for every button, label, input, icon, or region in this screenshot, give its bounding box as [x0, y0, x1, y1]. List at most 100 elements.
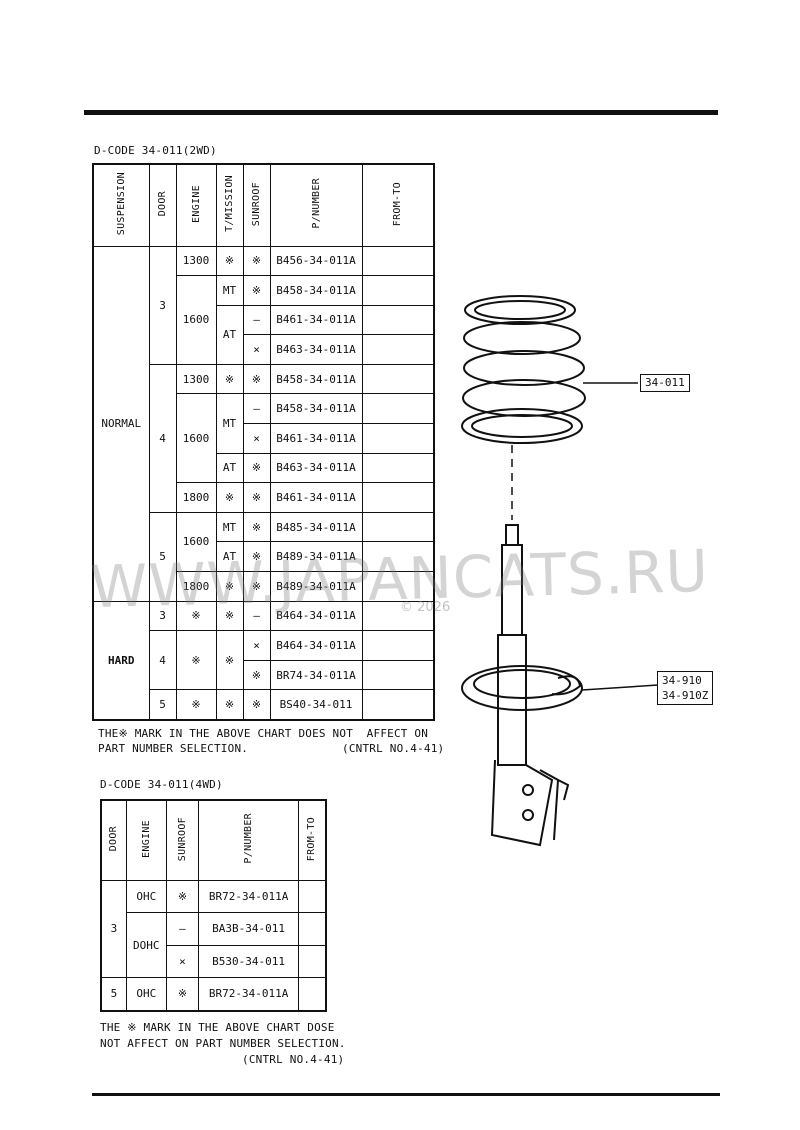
from-to-cell — [361, 423, 435, 454]
sunroof-cell: ※ — [242, 511, 271, 543]
sunroof-cell: ※ — [165, 977, 200, 1011]
header-from-to: FROM-TO — [361, 163, 435, 247]
sunroof-cell: × — [242, 423, 271, 454]
tmission-cell: ※ — [215, 363, 244, 395]
from-to-cell — [361, 689, 435, 721]
header-pnumber: P/NUMBER — [269, 163, 363, 247]
from-to-cell — [361, 245, 435, 277]
sunroof-cell: × — [242, 630, 271, 661]
part-number-cell: B458-34-011A — [269, 393, 363, 425]
part-number-cell: BR74-34-011A — [269, 659, 363, 691]
bracket-bolt-hole — [522, 784, 534, 796]
knuckle-bracket — [557, 779, 570, 801]
door-cell: 4 — [148, 630, 177, 691]
header-door: DOOR — [100, 799, 127, 881]
part-number-cell: B458-34-011A — [269, 275, 363, 306]
header-from-to: FROM-TO — [297, 799, 327, 881]
tmission-cell: ※ — [215, 689, 244, 721]
table1-note-ref: (CNTRL NO.4-41) — [342, 742, 445, 755]
table-4wd: DOOR ENGINE SUNROOF P/NUMBER FROM-TO 3 O… — [100, 799, 327, 1012]
from-to-cell — [361, 334, 435, 365]
watermark-year: © 2026 — [400, 600, 451, 615]
table2-note-ref: (CNTRL NO.4-41) — [242, 1053, 345, 1066]
leader-line-seat — [581, 684, 659, 691]
part-number-cell: BR72-34-011A — [198, 879, 299, 913]
header-sunroof: SUNROOF — [165, 799, 200, 881]
table2-note-line1: THE ※ MARK IN THE ABOVE CHART DOSE — [100, 1021, 335, 1034]
header-engine: ENGINE — [125, 799, 167, 881]
from-to-cell — [361, 275, 435, 306]
tmission-cell: MT — [215, 511, 244, 543]
from-to-cell — [361, 482, 435, 513]
tmission-cell: MT — [215, 393, 244, 454]
engine-cell: 1600 — [175, 393, 217, 484]
spring-coil — [464, 295, 576, 325]
sunroof-cell: × — [165, 944, 200, 978]
part-number-cell: B530-34-011 — [198, 944, 299, 978]
bracket-bolt-hole — [522, 809, 534, 821]
from-to-cell — [361, 541, 435, 573]
header-door: DOOR — [148, 163, 177, 247]
from-to-cell — [297, 912, 327, 946]
part-number-cell: B489-34-011A — [269, 541, 363, 573]
sunroof-cell: ※ — [242, 689, 271, 721]
spring-seat — [473, 669, 571, 699]
sunroof-cell: ※ — [242, 245, 271, 277]
part-number-cell: B461-34-011A — [269, 304, 363, 336]
from-to-cell — [361, 511, 435, 543]
part-number-cell: B458-34-011A — [269, 363, 363, 395]
spring-coil — [471, 414, 573, 438]
tmission-cell: ※ — [215, 482, 244, 513]
suspension-hard: HARD — [92, 600, 150, 721]
top-rule — [84, 110, 718, 115]
from-to-cell — [361, 659, 435, 691]
from-to-cell — [361, 393, 435, 425]
engine-cell: 1800 — [175, 482, 217, 513]
header-suspension: SUSPENSION — [92, 163, 150, 247]
part-number-cell: BR72-34-011A — [198, 977, 299, 1011]
part-number-cell: B464-34-011A — [269, 630, 363, 661]
part-number-cell: B461-34-011A — [269, 423, 363, 454]
table2-note-line2: NOT AFFECT ON PART NUMBER SELECTION. — [100, 1037, 346, 1050]
door-cell: 5 — [100, 977, 127, 1011]
sunroof-cell: – — [242, 304, 271, 336]
engine-cell: ※ — [175, 689, 217, 721]
engine-cell: ※ — [175, 630, 217, 691]
sunroof-cell: ※ — [242, 452, 271, 484]
door-cell: 3 — [100, 879, 127, 978]
header-engine: ENGINE — [175, 163, 217, 247]
sunroof-cell: ※ — [165, 879, 200, 913]
from-to-cell — [361, 452, 435, 484]
header-sunroof: SUNROOF — [242, 163, 271, 247]
spring-coil — [463, 321, 581, 355]
spring-coil — [474, 300, 566, 320]
part-number-cell: B463-34-011A — [269, 452, 363, 484]
part-number-cell: B485-34-011A — [269, 511, 363, 543]
sunroof-cell: – — [165, 912, 200, 946]
header-pnumber: P/NUMBER — [198, 799, 299, 881]
sunroof-cell: ※ — [242, 275, 271, 306]
from-to-cell — [297, 944, 327, 978]
tmission-cell: AT — [215, 304, 244, 365]
part-number-cell: B456-34-011A — [269, 245, 363, 277]
suspension-normal: NORMAL — [92, 245, 150, 602]
engine-cell: 1300 — [175, 245, 217, 277]
engine-cell: 1300 — [175, 363, 217, 395]
table1-note-line1: THE※ MARK IN THE ABOVE CHART DOES NOT AF… — [98, 727, 429, 740]
from-to-cell — [297, 879, 327, 913]
table-2wd: SUSPENSION DOOR ENGINE T/MISSION SUNROOF… — [92, 163, 435, 721]
part-number-cell: BS40-34-011 — [269, 689, 363, 721]
sunroof-cell: ※ — [242, 659, 271, 691]
tmission-cell: ※ — [215, 245, 244, 277]
engine-cell: DOHC — [125, 912, 167, 978]
door-cell: 3 — [148, 245, 177, 365]
knuckle-bracket — [490, 759, 554, 847]
table2-caption: D-CODE 34-011(4WD) — [100, 778, 223, 791]
spring-seat — [551, 675, 582, 696]
part-number-cell: BA3B-34-011 — [198, 912, 299, 946]
label-spring-part: 34-011 — [640, 374, 690, 392]
from-to-cell — [361, 630, 435, 661]
shock-body — [497, 634, 527, 766]
from-to-cell — [297, 977, 327, 1011]
sunroof-cell: ※ — [242, 482, 271, 513]
